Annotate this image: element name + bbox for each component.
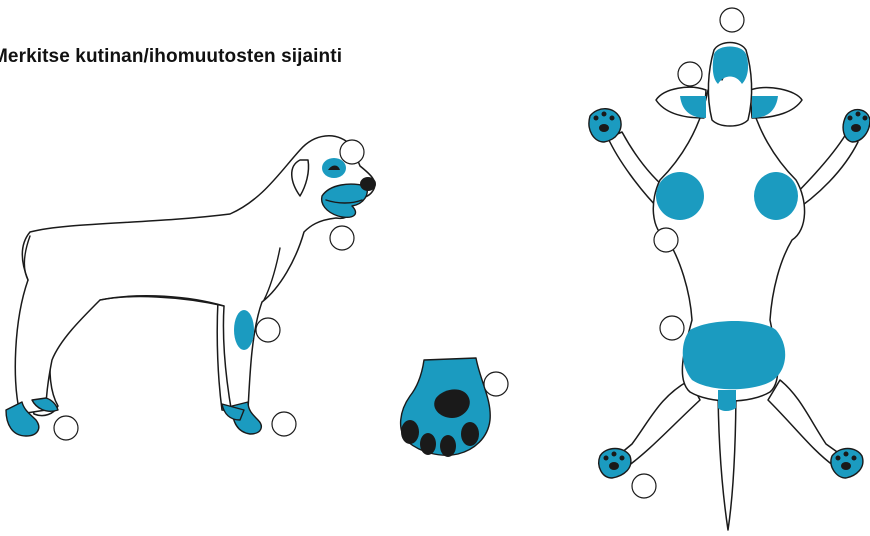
top-view-dog bbox=[589, 8, 870, 530]
paw-view bbox=[401, 358, 508, 457]
side-front-leg-spot bbox=[234, 310, 254, 350]
marker-top-belly[interactable] bbox=[660, 316, 684, 340]
paw-toe-1 bbox=[401, 420, 419, 444]
marker-side-head[interactable] bbox=[340, 140, 364, 164]
top-belly-spot bbox=[683, 321, 785, 389]
paw-toe-2 bbox=[420, 433, 436, 455]
marker-paw[interactable] bbox=[484, 372, 508, 396]
top-left-hind-leg bbox=[620, 380, 700, 466]
marker-top-chest[interactable] bbox=[654, 228, 678, 252]
top-right-shoulder-spot bbox=[754, 172, 798, 220]
side-view-dog bbox=[6, 136, 376, 440]
top-paw-hind-left bbox=[599, 449, 631, 479]
marker-side-hind-paw[interactable] bbox=[272, 412, 296, 436]
side-nose bbox=[360, 177, 376, 191]
side-body bbox=[15, 136, 375, 414]
marker-side-chin[interactable] bbox=[330, 226, 354, 250]
marker-top-nose[interactable] bbox=[720, 8, 744, 32]
marker-top-ear[interactable] bbox=[678, 62, 702, 86]
paw-toe-4 bbox=[461, 422, 479, 446]
top-paw-front-right bbox=[843, 110, 870, 142]
top-left-shoulder-spot bbox=[656, 172, 704, 220]
top-tail-spot bbox=[718, 390, 736, 411]
marker-top-hind-paw[interactable] bbox=[632, 474, 656, 498]
marker-side-front-leg[interactable] bbox=[256, 318, 280, 342]
paw-toe-3 bbox=[440, 435, 456, 457]
marker-side-front-paw[interactable] bbox=[54, 416, 78, 440]
top-right-hind-leg bbox=[768, 380, 840, 466]
top-paw-hind-right bbox=[831, 449, 863, 479]
